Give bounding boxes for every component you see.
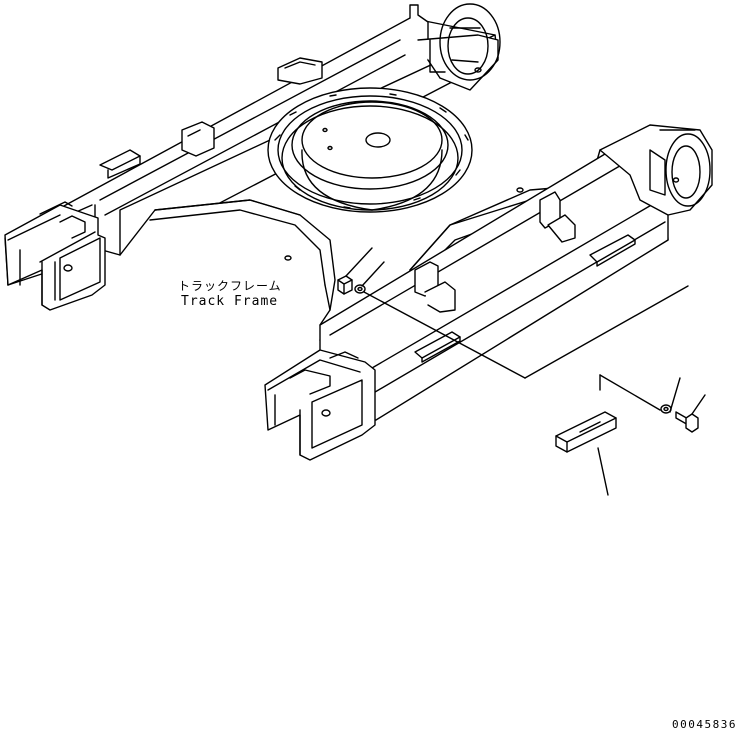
- left-rear-bracket: [409, 3, 501, 91]
- left-frame-clips: [99, 57, 323, 179]
- right-front-bracket: [264, 349, 376, 461]
- bolt-and-washer: [660, 377, 706, 433]
- guard-plate: [555, 411, 617, 496]
- right-rear-bracket: [599, 124, 713, 216]
- left-front-bracket: [4, 201, 106, 311]
- part-label-japanese: トラックフレーム: [178, 279, 282, 293]
- part-label-english: Track Frame: [181, 294, 279, 309]
- hardware-callouts: [337, 247, 689, 411]
- drawing-number: 00045836: [672, 718, 737, 731]
- right-frame-clips: [414, 191, 636, 363]
- left-side-frame: [4, 17, 499, 286]
- swing-circle: [267, 87, 473, 213]
